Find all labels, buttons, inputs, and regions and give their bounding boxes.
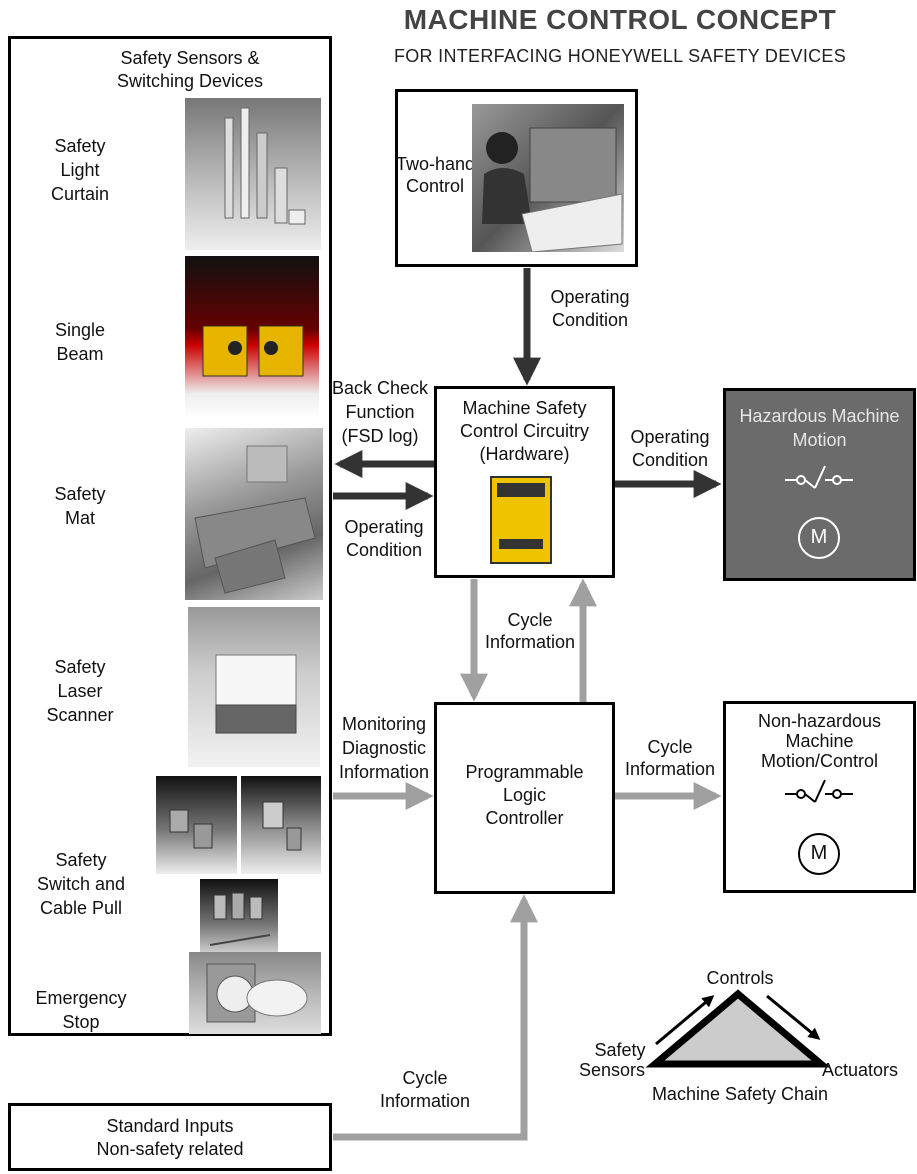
safety-relay-icon (490, 476, 552, 564)
sensor-label-line: Stop (62, 1012, 100, 1032)
safety-mat-photo (185, 428, 323, 600)
light-curtain-illustration (224, 107, 306, 225)
laser-scanner-photo (188, 607, 320, 767)
safety-switch-illustration (262, 801, 302, 851)
sensors-heading-line1: Safety Sensors & (120, 48, 260, 68)
label-cycle-mid-1: Cycle (507, 610, 553, 630)
label-op-cond-right-2: Condition (631, 450, 709, 470)
sensor-label-line: Safety (54, 484, 106, 504)
sensors-heading-line2: Switching Devices (116, 71, 264, 91)
hazardous-machine-box (723, 388, 916, 581)
sensor-label-line: Laser (57, 681, 103, 701)
safety-chain-arrow-left (655, 995, 715, 1046)
two-hand-operator-illustration (482, 127, 623, 252)
label-op-cond-left-1: Operating (344, 517, 424, 537)
sensor-label-line: Safety (54, 136, 106, 156)
label-cycle-bottom-1: Cycle (402, 1068, 448, 1088)
plc-line2: Logic (502, 785, 547, 805)
standard-inputs-line2: Non-safety related (96, 1139, 244, 1159)
non-hazardous-line2: Machine (785, 731, 854, 751)
safety-chain-arrow-right (766, 994, 821, 1040)
cable-pull-illustration (209, 892, 271, 946)
emergency-stop-illustration (206, 963, 308, 1023)
hazardous-switch-motor-icon (785, 465, 853, 559)
safety-control-line2: Control Circuitry (459, 421, 590, 441)
safety-control-line3: (Hardware) (479, 444, 570, 464)
standard-inputs-line1: Standard Inputs (106, 1116, 234, 1136)
label-cycle-mid-2: Information (484, 632, 576, 652)
safety-chain-triangle (645, 989, 831, 1068)
sensor-label-line: Cable Pull (39, 898, 123, 918)
two-hand-line1: Two-hand (396, 154, 476, 174)
chain-label-right: Actuators (822, 1060, 899, 1080)
two-hand-control-photo (472, 104, 624, 252)
sensor-label-line: Switch and (36, 874, 126, 894)
chain-label-top: Controls (706, 968, 774, 988)
label-op-cond-top-2: Condition (551, 310, 629, 330)
hazardous-line2: Motion (792, 430, 847, 450)
label-back-check-2: Function (345, 402, 415, 422)
plc-line3: Controller (485, 808, 564, 828)
non-hazardous-motor-label: M (810, 842, 828, 864)
emergency-stop-photo (189, 952, 321, 1034)
label-cycle-right-2: Information (624, 759, 716, 779)
sensor-label-line: Safety (54, 657, 106, 677)
plc-box (434, 702, 615, 894)
sensor-label-line: Single (54, 320, 106, 340)
chain-caption: Machine Safety Chain (651, 1084, 829, 1104)
two-hand-line2: Control (405, 176, 465, 196)
label-op-cond-left-2: Condition (345, 540, 423, 560)
single-beam-photo (185, 256, 319, 418)
standard-inputs-box (8, 1103, 332, 1171)
label-op-cond-right-1: Operating (630, 427, 710, 447)
label-back-check-3: (FSD log) (341, 426, 419, 446)
label-monitoring-1: Monitoring (341, 714, 427, 734)
sensor-label-line: Scanner (46, 705, 114, 725)
safety-control-line1: Machine Safety (462, 398, 587, 418)
label-back-check-1: Back Check (331, 378, 429, 398)
label-cycle-right-1: Cycle (647, 737, 693, 757)
safety-switch-photo-1 (156, 776, 237, 874)
hazardous-line1: Hazardous Machine (739, 406, 900, 426)
safety-mat-illustration (194, 445, 316, 594)
label-monitoring-3: Information (338, 762, 430, 782)
sensor-label-line: Mat (64, 508, 95, 528)
non-hazardous-line1: Non-hazardous (757, 711, 882, 731)
plc-line1: Programmable (465, 762, 584, 782)
page-title: MACHINE CONTROL CONCEPT (403, 4, 837, 35)
non-hazardous-line3: Motion/Control (760, 751, 879, 771)
page-subtitle: FOR INTERFACING HONEYWELL SAFETY DEVICES (393, 46, 847, 66)
arrow-standard-inputs-to-plc (333, 894, 538, 1141)
laser-scanner-illustration (215, 654, 297, 734)
non-hazardous-switch-motor-icon (785, 779, 853, 875)
chain-label-left-1: Safety (594, 1040, 646, 1060)
light-curtain-photo (185, 98, 321, 250)
sensor-label-line: Emergency (35, 988, 127, 1008)
sensor-label-line: Safety (55, 850, 107, 870)
chain-label-left-2: Sensors (578, 1060, 646, 1080)
non-hazardous-machine-box (723, 701, 916, 893)
label-op-cond-top-1: Operating (550, 287, 630, 307)
label-cycle-bottom-2: Information (379, 1091, 471, 1111)
sensor-label-line: Beam (56, 344, 104, 364)
label-monitoring-2: Diagnostic (341, 738, 427, 758)
hazardous-motor-label: M (810, 526, 828, 548)
safety-switch-photo-2 (241, 776, 321, 874)
single-beam-illustration (202, 325, 304, 377)
cable-pull-photo (200, 879, 278, 963)
safety-switch-illustration (169, 809, 213, 849)
sensor-label-line: Light (60, 160, 100, 180)
sensor-label-line: Curtain (50, 184, 110, 204)
